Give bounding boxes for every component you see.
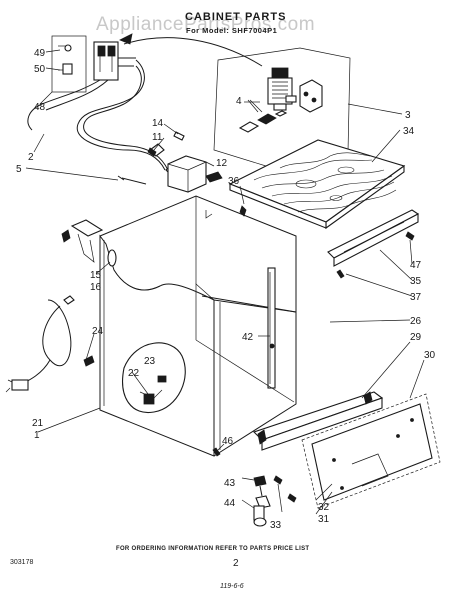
part-12-block xyxy=(167,155,223,193)
callout-3: 3 xyxy=(405,110,411,121)
callout-24: 24 xyxy=(92,326,104,337)
cabinet-body xyxy=(99,195,297,457)
callout-21: 21 xyxy=(32,418,44,429)
part-34-wood-top xyxy=(228,139,406,230)
part-46-screw xyxy=(212,447,221,457)
date-note: 119-6-6 xyxy=(220,583,244,590)
part-35-rail xyxy=(327,209,420,279)
callout-23: 23 xyxy=(144,356,156,367)
part-36-screw xyxy=(239,205,247,217)
order-note: FOR ORDERING INFORMATION REFER TO PARTS … xyxy=(116,546,309,552)
part-33-screws xyxy=(273,475,297,503)
parts-43-44-leg-caster xyxy=(253,475,271,527)
part-47-screw xyxy=(405,231,415,241)
callout-12: 12 xyxy=(216,158,228,169)
model-subtitle: For Model: SHF7004P1 xyxy=(186,26,277,35)
callout-34: 34 xyxy=(403,126,415,137)
detail-box-48 xyxy=(51,35,87,93)
part-21-power-cord xyxy=(5,295,95,393)
callout-26: 26 xyxy=(410,316,422,327)
part-5-screw xyxy=(117,175,147,185)
callout-14: 14 xyxy=(152,118,164,129)
watermark-text: AppliancePartsPros.com xyxy=(96,14,315,35)
fasteners-14-11 xyxy=(147,131,185,157)
callout-29: 29 xyxy=(410,332,422,343)
callout-46: 46 xyxy=(222,436,234,447)
part-30-back-panel xyxy=(301,393,441,509)
callout-11: 11 xyxy=(152,132,163,143)
callout-2: 2 xyxy=(28,152,34,163)
diagram-title: CABINET PARTS xyxy=(185,11,286,23)
part-15-plug xyxy=(61,219,104,263)
callout-49: 49 xyxy=(34,48,46,59)
callout-37: 37 xyxy=(410,292,422,303)
callout-4: 4 xyxy=(236,96,242,107)
page-number: 2 xyxy=(233,558,239,569)
callout-33: 33 xyxy=(270,520,282,531)
callout-32: 32 xyxy=(318,502,330,513)
callout-43: 43 xyxy=(224,478,236,489)
callout-48: 48 xyxy=(34,102,46,113)
callout-labels: 49 50 48 4 3 34 2 14 11 12 5 36 15 16 47… xyxy=(16,48,436,531)
callout-47: 47 xyxy=(410,260,422,271)
callout-42: 42 xyxy=(242,332,254,343)
callout-16: 16 xyxy=(90,282,102,293)
doc-number: 303178 xyxy=(10,559,33,566)
callout-30: 30 xyxy=(424,350,436,361)
part-37-screw xyxy=(336,269,345,279)
leader-lines xyxy=(25,49,425,515)
callout-15: 15 xyxy=(90,270,102,281)
callout-1: 1 xyxy=(34,430,40,441)
callout-44: 44 xyxy=(224,498,236,509)
callout-31: 31 xyxy=(318,514,330,525)
callout-36: 36 xyxy=(228,176,240,187)
callout-35: 35 xyxy=(410,276,422,287)
callout-22: 22 xyxy=(128,368,140,379)
hose-assembly xyxy=(27,59,177,177)
callout-5: 5 xyxy=(16,164,22,175)
inlet-valve-assembly xyxy=(51,33,263,93)
part-29-base-rail xyxy=(252,391,384,451)
callout-50: 50 xyxy=(34,64,46,75)
